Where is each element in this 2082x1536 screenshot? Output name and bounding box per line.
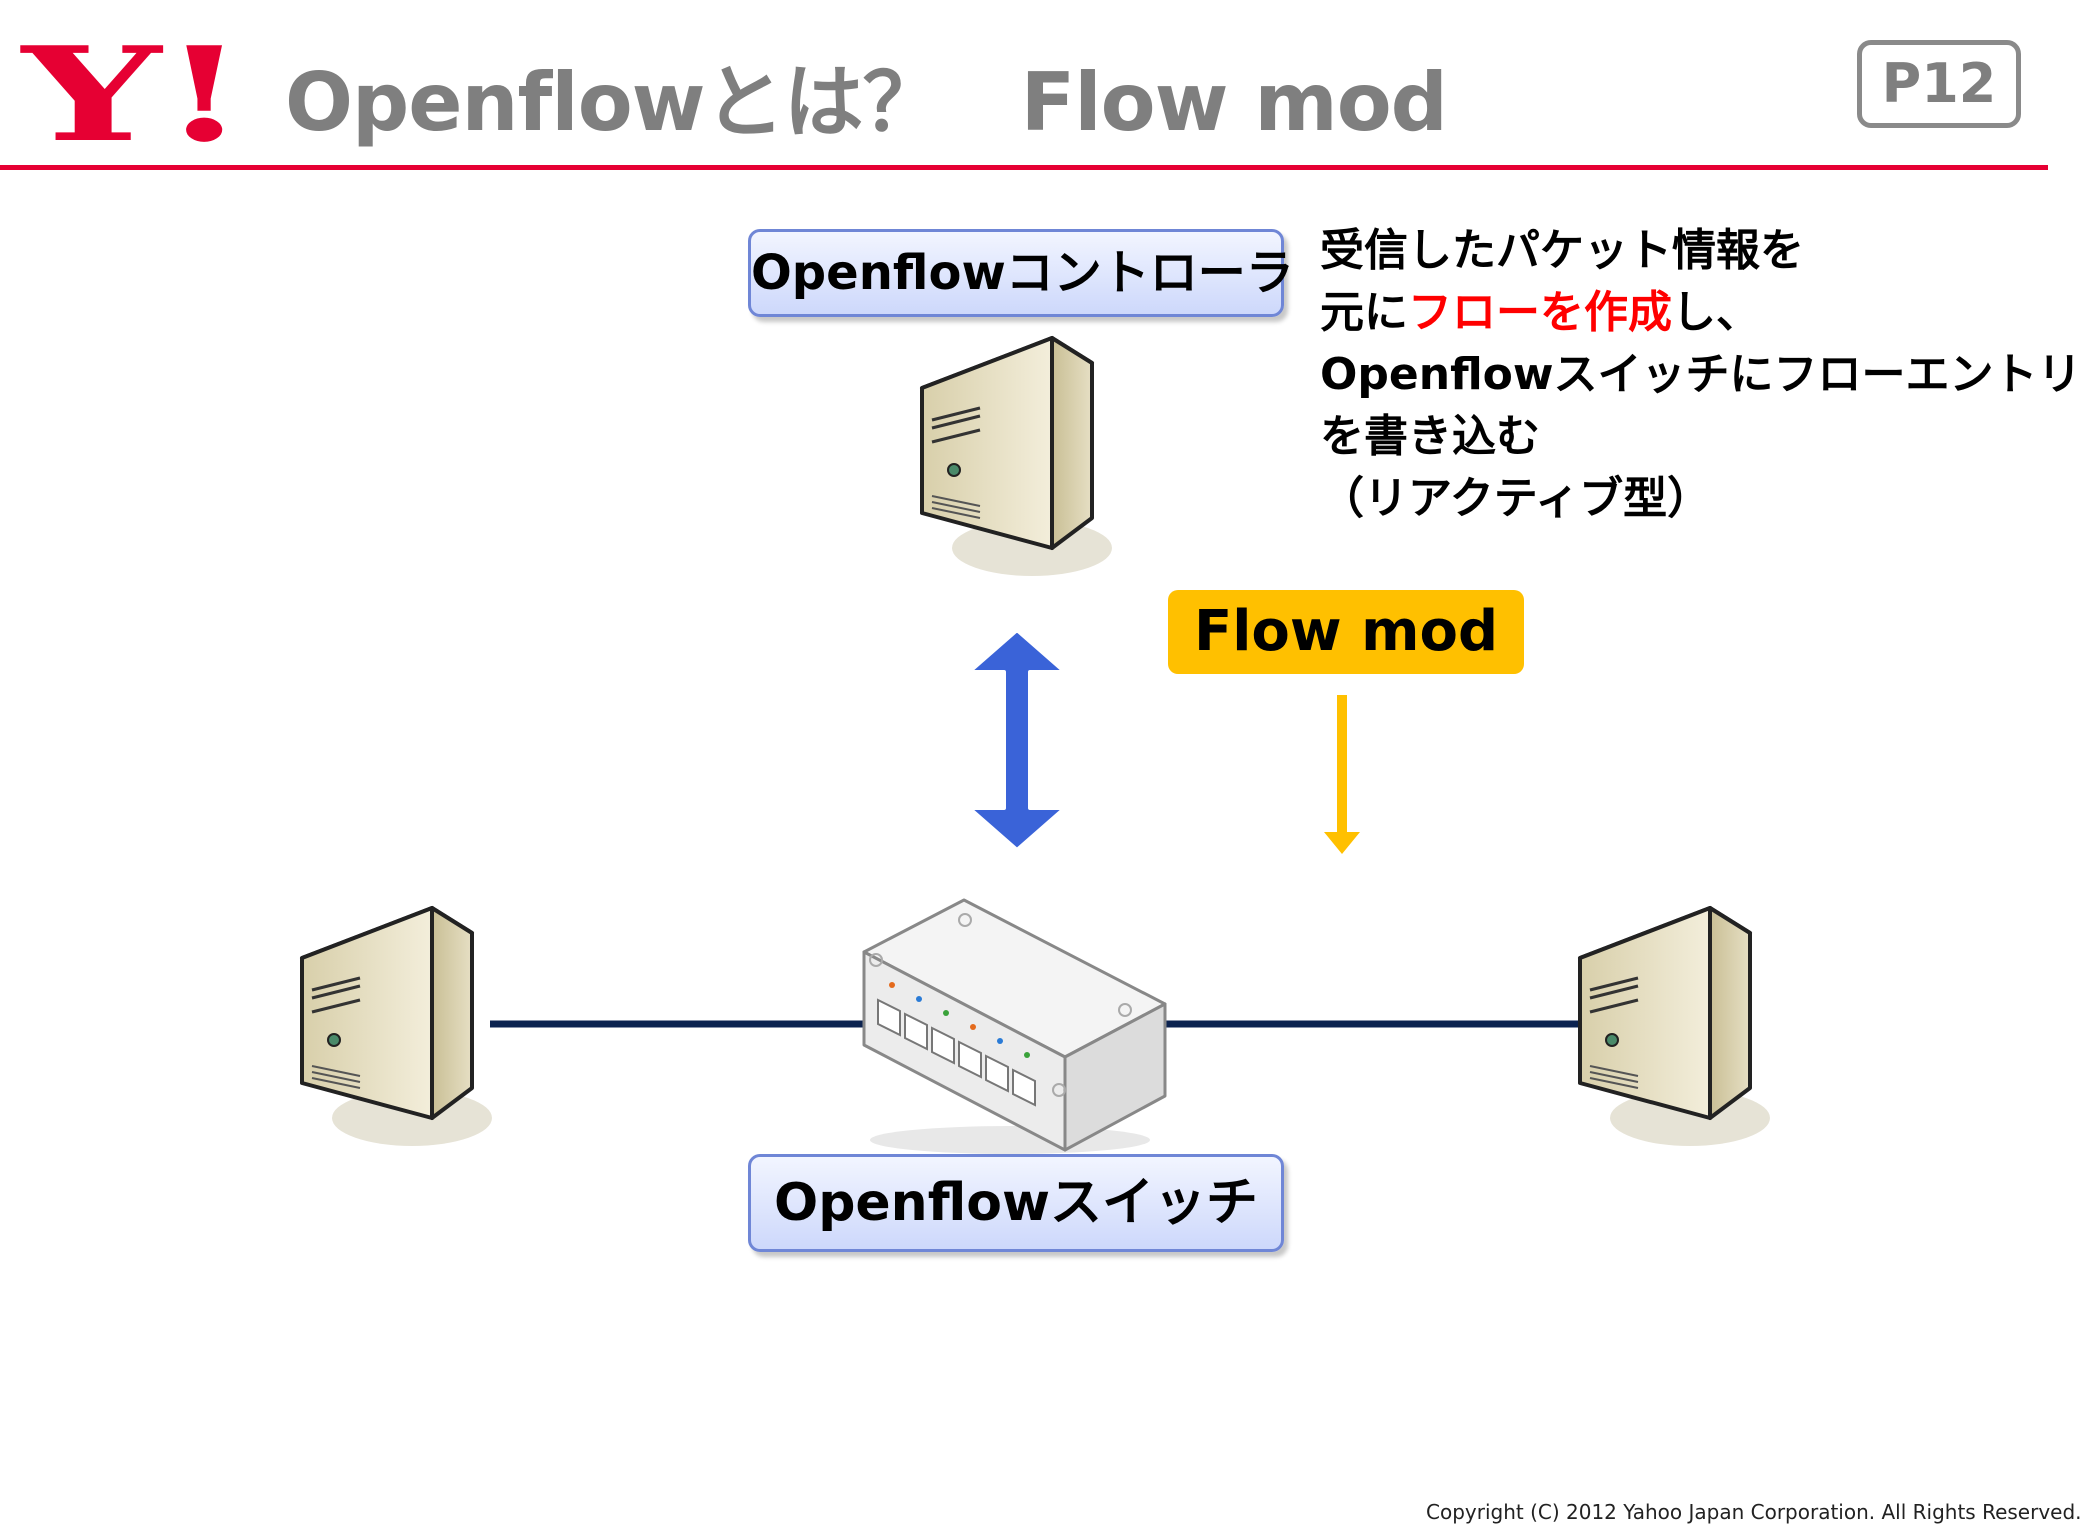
- page-number-badge: P12: [1857, 40, 2021, 128]
- controller-label: Openflowコントローラ: [748, 229, 1294, 317]
- bidirectional-arrow: [967, 628, 1067, 852]
- description-line-3: Openflowスイッチにフローエントリ: [1320, 349, 2082, 400]
- network-switch-icon: [862, 898, 1167, 1154]
- description-line-1: 受信したパケット情報を: [1320, 225, 1804, 276]
- description-line-2-pre: 元に: [1320, 287, 1408, 338]
- description-highlight: フローを作成: [1408, 287, 1672, 338]
- description-text: 受信したパケット情報を 元にフローを作成し、 Openflowスイッチにフローエ…: [1320, 220, 2082, 530]
- description-line-2-post: し、: [1672, 287, 1760, 338]
- description-line-5: （リアクティブ型）: [1320, 473, 1712, 524]
- header-divider: [0, 165, 2048, 170]
- flowmod-arrow: [1324, 695, 1360, 854]
- switch-label: Openflowスイッチ: [748, 1154, 1284, 1252]
- description-line-4: を書き込む: [1320, 411, 1540, 462]
- server-right-icon: [1578, 906, 1772, 1148]
- copyright-text: Copyright (C) 2012 Yahoo Japan Corporati…: [1426, 1500, 2082, 1524]
- server-left-icon: [300, 906, 494, 1148]
- svg-text:Y!: Y!: [19, 18, 247, 171]
- flowmod-badge: Flow mod: [1168, 590, 1524, 674]
- description-line-2: 元にフローを作成し、: [1320, 282, 2040, 344]
- server-controller-icon: [920, 336, 1114, 578]
- page-title: Openflowとは？ Flow mod: [285, 56, 1448, 149]
- yahoo-logo: Y!: [19, 18, 247, 171]
